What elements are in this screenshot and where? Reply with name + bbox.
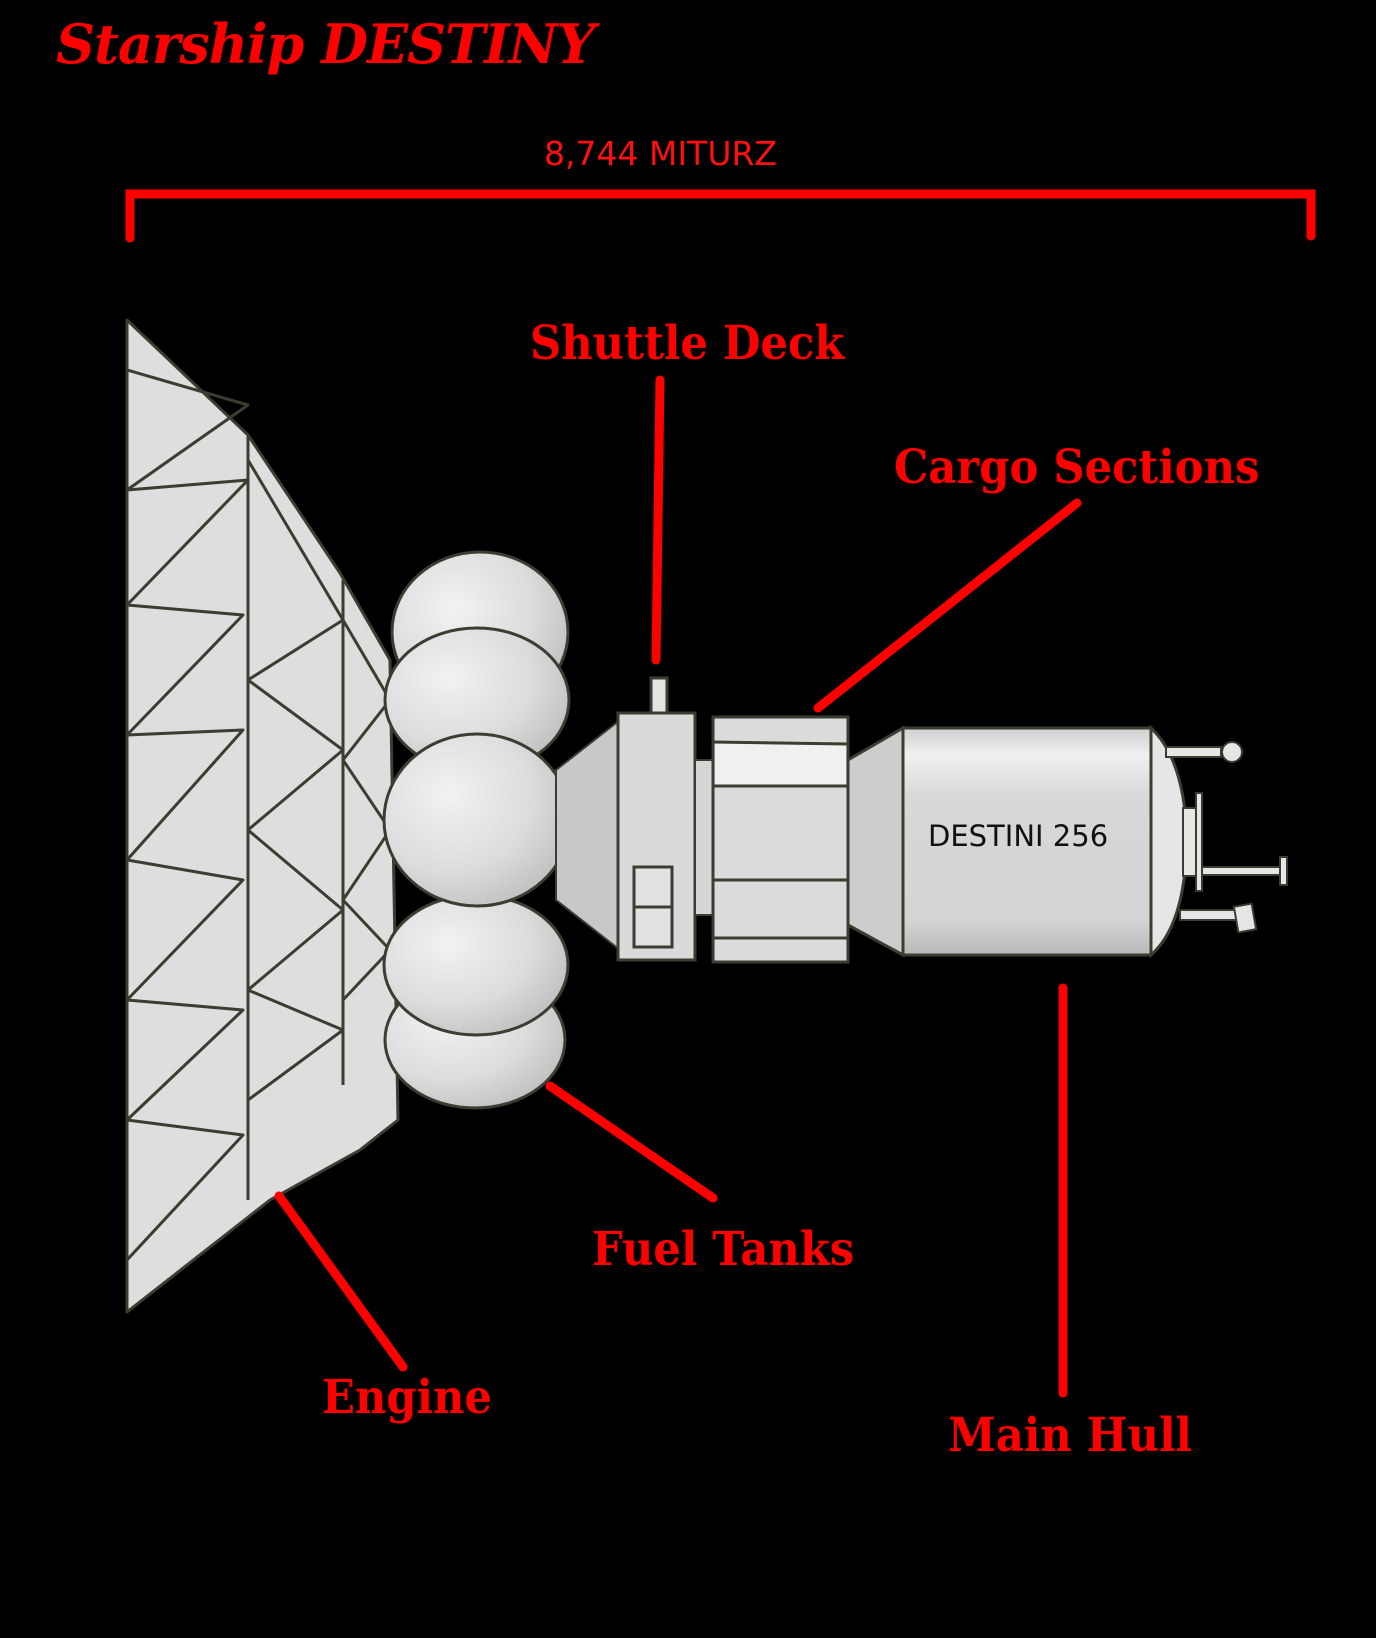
label-cargo-sections: Cargo Sections	[894, 440, 1260, 495]
label-shuttle-deck: Shuttle Deck	[530, 316, 845, 371]
cargo-sections-leader	[813, 498, 1082, 713]
connector-cone	[555, 717, 621, 953]
fuel-tanks	[382, 550, 572, 1110]
hull-antennas	[1165, 741, 1288, 934]
engine	[125, 318, 400, 1314]
fuel-tanks-leader	[545, 1081, 718, 1203]
main-hull	[846, 724, 1189, 959]
label-engine: Engine	[322, 1370, 493, 1425]
engine-leader	[274, 1191, 408, 1372]
label-main-hull: Main Hull	[948, 1408, 1192, 1463]
cargo-sections-module	[711, 715, 850, 964]
hull-marking: DESTINI 256	[928, 819, 1108, 853]
diagram-title: Starship DESTINY	[56, 12, 595, 76]
shuttle-deck-module	[616, 676, 714, 962]
label-fuel-tanks: Fuel Tanks	[592, 1222, 855, 1277]
shuttle-deck-leader	[651, 375, 665, 665]
length-dimension-label: 8,744 MITURZ	[544, 134, 778, 173]
length-dimension-bracket	[125, 189, 1316, 243]
